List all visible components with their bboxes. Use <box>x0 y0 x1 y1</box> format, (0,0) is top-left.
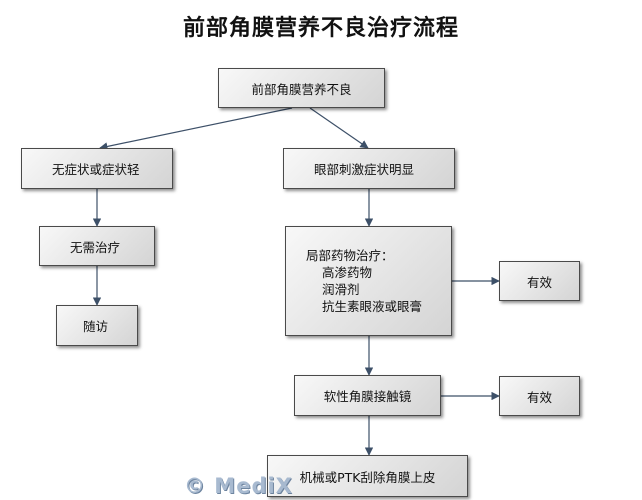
node-surgery: 机械或PTK刮除角膜上皮 <box>267 455 468 497</box>
topical-item: 高渗药物 <box>322 265 373 280</box>
node-topical-treatment: 局部药物治疗： 高渗药物 润滑剂 抗生素眼液或眼膏 <box>285 226 452 336</box>
topical-item: 润滑剂 <box>322 282 360 297</box>
topical-item: 抗生素眼液或眼膏 <box>322 299 423 314</box>
arrow-root-to-mild <box>99 107 293 151</box>
node-effective-topical: 有效 <box>499 261 580 301</box>
node-root: 前部角膜营养不良 <box>218 68 385 108</box>
node-follow-up-label: 随访 <box>83 319 109 334</box>
node-mild-symptoms-label: 无症状或症状轻 <box>52 162 140 177</box>
node-severe-symptoms-label: 眼部刺激症状明显 <box>314 162 415 177</box>
watermark: © MediX <box>184 474 293 498</box>
node-no-treatment-label: 无需治疗 <box>70 239 121 255</box>
node-effective-lens: 有效 <box>499 376 580 416</box>
node-mild-symptoms: 无症状或症状轻 <box>21 148 173 189</box>
node-no-treatment: 无需治疗 <box>39 226 155 266</box>
page-title: 前部角膜营养不良治疗流程 <box>182 16 459 41</box>
node-surgery-label: 机械或PTK刮除角膜上皮 <box>299 469 436 485</box>
node-effective-topical-label: 有效 <box>526 274 552 290</box>
node-contact-lens-label: 软性角膜接触镜 <box>323 389 412 404</box>
node-severe-symptoms: 眼部刺激症状明显 <box>283 148 455 189</box>
node-contact-lens: 软性角膜接触镜 <box>294 375 441 416</box>
node-follow-up: 随访 <box>56 305 138 346</box>
topical-heading: 局部药物治疗： <box>306 248 394 263</box>
arrow-root-to-severe <box>309 107 369 149</box>
node-root-label: 前部角膜营养不良 <box>251 81 352 97</box>
node-effective-lens-label: 有效 <box>526 389 552 405</box>
